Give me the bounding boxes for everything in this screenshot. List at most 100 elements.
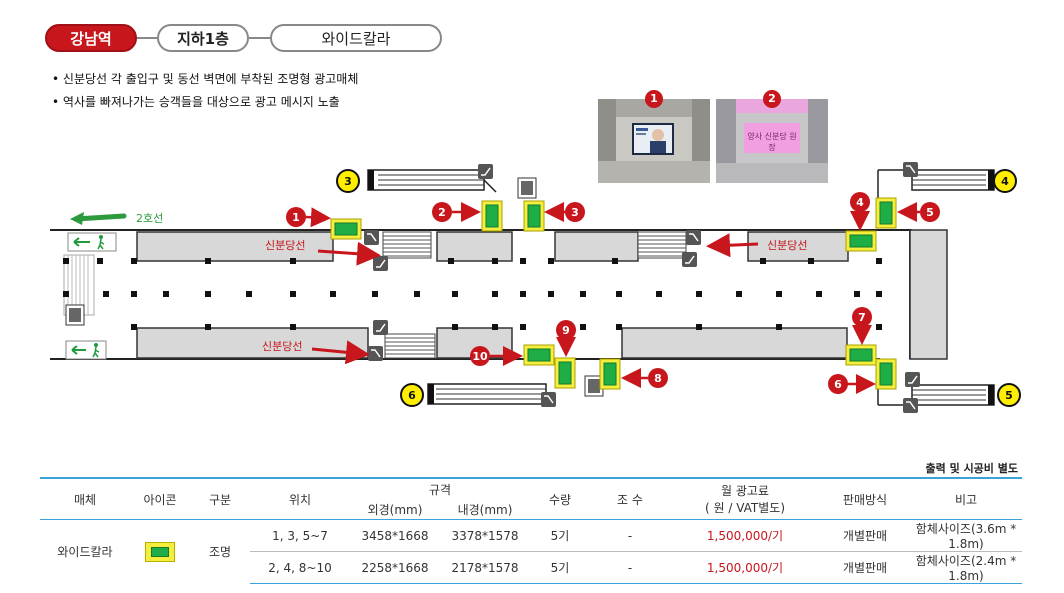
escalator-icon	[373, 256, 388, 271]
header-outer: 외경(mm)	[367, 502, 423, 517]
photo-marker-1: 1	[645, 90, 663, 108]
svg-text:5: 5	[1005, 389, 1013, 402]
exit-badge-4: 4	[993, 169, 1017, 193]
sinbundang-label: 신분당선	[265, 239, 305, 252]
tab-connector	[249, 37, 270, 39]
svg-text:6: 6	[834, 378, 842, 391]
exit-6-escalator	[427, 383, 547, 405]
header-price-sub: ( 원 / VAT별도)	[704, 501, 786, 515]
cell-inner: 2178*1578	[440, 551, 530, 584]
svg-text:3: 3	[344, 175, 352, 188]
escalator-icon	[478, 164, 493, 179]
description-bullet-1: • 신분당선 각 출입구 및 동선 벽면에 부착된 조명형 광고매체	[52, 72, 359, 86]
cell-outer: 2258*1668	[350, 551, 440, 584]
exit-sign-icon	[65, 340, 107, 360]
bullet-text: 신분당선 각 출입구 및 동선 벽면에 부착된 조명형 광고매체	[62, 72, 359, 86]
cell-media: 와이드칼라	[40, 519, 130, 584]
ad-box-4	[845, 230, 877, 252]
floor-map: 3 4 5 6	[50, 162, 1021, 413]
cell-qty: 5기	[530, 519, 590, 552]
cell-location: 2, 4, 8~10	[250, 551, 350, 584]
svg-text:5: 5	[926, 206, 934, 219]
elevator-icon	[517, 177, 537, 199]
cost-note: 출력 및 시공비 별도	[925, 462, 1018, 475]
ad-box-5	[875, 197, 897, 229]
stairs-top-right	[637, 231, 687, 259]
wall-block	[136, 231, 334, 262]
cell-tides: -	[590, 519, 670, 552]
cell-outer: 3458*1668	[350, 519, 440, 552]
location-marker-10: 10	[470, 346, 490, 366]
table-row: 와이드칼라 조명 1, 3, 5~7 3458*1668 3378*1578 5…	[40, 519, 1022, 584]
ad-box-1	[330, 218, 362, 240]
escalator-icon	[364, 230, 379, 245]
exit-sign-icon	[67, 232, 117, 252]
wall-block	[621, 327, 848, 359]
svg-text:4: 4	[856, 196, 864, 209]
bullet-text: 역사를 빠져나가는 승객들을 대상으로 광고 메시지 노출	[62, 95, 340, 109]
wall-block	[554, 231, 639, 262]
ad-box-3	[523, 200, 545, 232]
cell-qty: 5기	[530, 551, 590, 584]
stairs-top-left	[382, 231, 432, 259]
location-marker-9: 9	[556, 320, 576, 340]
line2-direction-arrow	[70, 212, 127, 225]
location-marker-5: 5	[920, 202, 940, 222]
sinbundang-arrow	[311, 340, 370, 365]
header-location: 위치	[250, 477, 350, 520]
svg-text:4: 4	[1001, 175, 1009, 188]
svg-text:8: 8	[654, 372, 662, 385]
ad-box-2	[481, 200, 503, 232]
cell-price: 1,500,000/기	[670, 519, 820, 552]
site-photo-2: 양사 신분당 원장 2	[716, 90, 828, 183]
table-row: 2, 4, 8~10 2258*1668 2178*1578 5기 - 1,50…	[40, 551, 1022, 584]
header-remark: 비고	[910, 477, 1022, 520]
cell-remark: 함체사이즈(2.4m * 1.8m)	[910, 551, 1022, 584]
wide-color-icon	[145, 541, 175, 562]
header-inner: 내경(mm)	[457, 502, 513, 517]
header-price: 월 광고료 ( 원 / VAT별도)	[670, 477, 820, 520]
cell-remark: 함체사이즈(3.6m * 1.8m)	[910, 519, 1022, 552]
photo-2-screen-text: 양사 신분당 원장	[747, 132, 797, 152]
sinbundang-arrow	[706, 233, 759, 258]
ad-box-9	[554, 357, 576, 389]
header-icon: 아이콘	[130, 477, 190, 520]
svg-text:6: 6	[408, 389, 416, 402]
exit-3-escalator	[367, 169, 497, 193]
svg-text:10: 10	[472, 350, 488, 363]
escalator-icon	[682, 252, 697, 267]
exit-5-escalator	[877, 380, 995, 406]
site-photo-1: 1	[598, 90, 710, 183]
tab-connector	[137, 37, 157, 39]
stairs-bottom-left	[384, 333, 436, 359]
cell-location: 1, 3, 5~7	[250, 519, 350, 552]
escalator-icon	[903, 162, 918, 177]
exit-4-escalator	[877, 169, 995, 198]
sinbundang-label: 신분당선	[767, 239, 807, 252]
header-media: 매체	[40, 477, 130, 520]
location-marker-8: 8	[648, 368, 668, 388]
station-name-tab[interactable]: 강남역	[45, 24, 137, 52]
cell-type: 조명	[190, 519, 250, 584]
wall-block	[436, 231, 513, 262]
exit-badge-5: 5	[997, 383, 1021, 407]
ad-box-10	[523, 344, 555, 366]
wall-block	[747, 231, 849, 262]
escalator-icon	[905, 372, 920, 387]
description-bullet-2: • 역사를 빠져나가는 승객들을 대상으로 광고 메시지 노출	[52, 95, 340, 109]
svg-text:7: 7	[858, 311, 866, 324]
marker-arrows	[305, 202, 920, 394]
line2-label: 2호선	[136, 212, 163, 225]
cell-icon	[130, 519, 190, 584]
floor-tab[interactable]: 지하1층	[157, 24, 249, 52]
header-price-main: 월 광고료	[721, 484, 769, 498]
media-type-tab[interactable]: 와이드칼라	[270, 24, 442, 52]
escalator-icon	[903, 398, 918, 413]
location-marker-6: 6	[828, 374, 848, 394]
location-marker-4: 4	[850, 192, 870, 212]
pillars	[63, 258, 882, 330]
header-sale: 판매방식	[820, 477, 910, 520]
header-spec: 규격	[350, 477, 530, 499]
svg-text:9: 9	[562, 324, 570, 337]
elevator-icon	[65, 304, 85, 326]
